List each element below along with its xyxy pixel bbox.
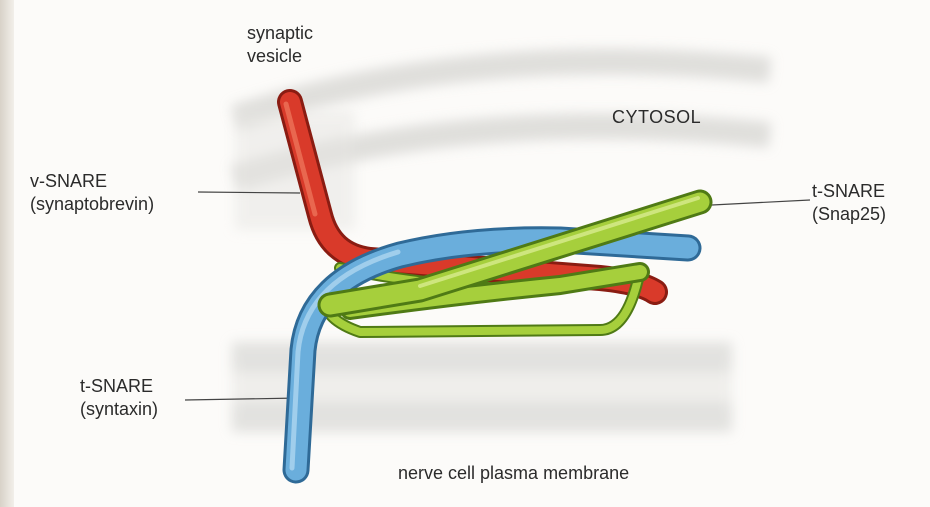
label-t-snare-snap25: t-SNARE (Snap25) <box>812 180 886 226</box>
label-synaptic-vesicle: synaptic vesicle <box>247 22 313 68</box>
label-syntaxin-line1: t-SNARE <box>80 375 158 398</box>
label-vsnare-line2: (synaptobrevin) <box>30 193 154 216</box>
label-plasma-membrane: nerve cell plasma membrane <box>398 462 629 485</box>
label-t-snare-syntaxin: t-SNARE (syntaxin) <box>80 375 158 421</box>
label-vesicle-line1: synaptic <box>247 22 313 45</box>
leader-line-snap25 <box>712 200 810 205</box>
label-vesicle-line2: vesicle <box>247 45 313 68</box>
label-vsnare-line1: v-SNARE <box>30 170 154 193</box>
label-snap25-line1: t-SNARE <box>812 180 886 203</box>
label-snap25-line2: (Snap25) <box>812 203 886 226</box>
label-syntaxin-line2: (syntaxin) <box>80 398 158 421</box>
label-cytosol: CYTOSOL <box>612 106 701 129</box>
label-v-snare: v-SNARE (synaptobrevin) <box>30 170 154 216</box>
